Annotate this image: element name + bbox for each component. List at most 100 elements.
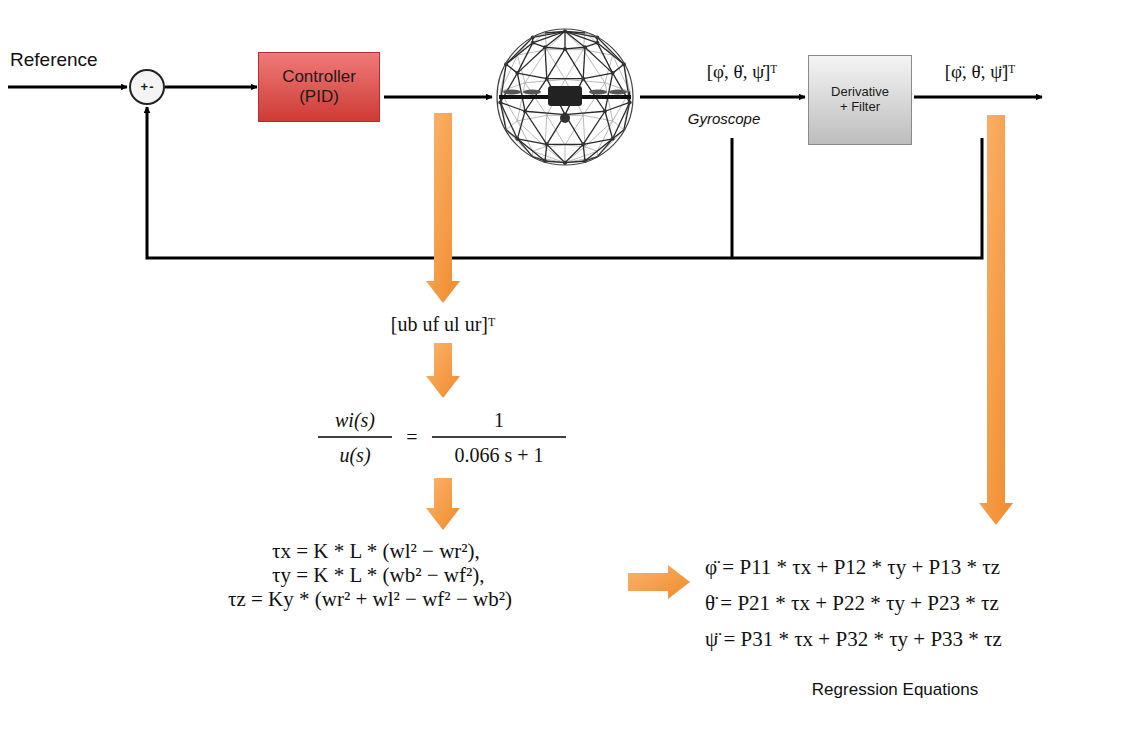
- summing-junction: +-: [129, 69, 165, 105]
- cage-strut: [585, 47, 613, 73]
- cage-strut: [613, 64, 624, 73]
- equation-text: Regression Equations: [812, 681, 978, 700]
- acceleration-arrow: [914, 96, 1042, 99]
- cage-strut: [583, 73, 612, 79]
- cage-joint: [498, 100, 502, 104]
- cage-strut: [565, 144, 583, 162]
- cage-strut: [545, 31, 565, 47]
- cage-strut: [517, 115, 546, 121]
- node-label: +: [141, 80, 149, 95]
- cage-strut: [547, 144, 565, 162]
- cage-joint: [563, 29, 567, 33]
- cage-outline: [497, 29, 633, 165]
- cage-strut: [583, 111, 605, 144]
- orange-arrow: [628, 565, 690, 599]
- cage-strut: [565, 111, 605, 114]
- cage-strut: [564, 31, 565, 49]
- cage-strut: [547, 144, 583, 145]
- cage-strut: [525, 111, 547, 144]
- cage-joint: [563, 47, 567, 51]
- signal-label: [φ̈, θ̈, ψ̈]ᵀ: [945, 62, 1016, 83]
- equation-text: ψ̈ = P31 * τx + P32 * τy + P33 * τz: [705, 628, 1002, 651]
- equation-text: 1: [494, 409, 504, 431]
- cage-strut: [583, 115, 612, 121]
- cage-strut: [533, 147, 545, 151]
- cage-strut: [517, 43, 532, 73]
- cage-strut: [583, 83, 605, 116]
- cage-joint: [543, 45, 547, 49]
- cage-joint: [531, 41, 535, 45]
- rate-arrow: [640, 96, 805, 99]
- cage-joint: [581, 77, 585, 81]
- equation-text: θ̈ = P21 * τx + P22 * τy + P23 * τz: [705, 592, 999, 615]
- node-label: Derivative + Filter: [831, 85, 889, 115]
- cage-strut: [517, 111, 525, 139]
- cage-joint: [611, 137, 615, 141]
- fraction-bar: [432, 436, 566, 437]
- orange-arrow: [426, 343, 460, 398]
- signal-label: Gyroscope: [688, 111, 761, 128]
- orange-arrow: [426, 113, 460, 303]
- control-arrow: [384, 96, 492, 99]
- cage-joint: [563, 161, 567, 165]
- cage-strut: [605, 102, 630, 111]
- cage-strut: [585, 147, 597, 151]
- cage-strut: [597, 121, 612, 151]
- cage-joint: [603, 109, 607, 113]
- cage-strut: [517, 139, 546, 145]
- cage-joint: [523, 109, 527, 113]
- cage-strut: [597, 43, 612, 73]
- equation-text: τy = K * L * (wb² − wf²),: [272, 564, 485, 587]
- cage-joint: [628, 100, 632, 104]
- signal-label: [φ̇, θ̇, ψ̇]ᵀ: [707, 62, 778, 83]
- cage-strut: [517, 121, 532, 151]
- signal-arrow: [165, 86, 257, 89]
- node-label: -: [149, 80, 153, 95]
- cage-strut: [500, 102, 525, 111]
- cage-strut: [565, 31, 585, 47]
- drone-illustration: [497, 29, 633, 165]
- cage-strut: [533, 31, 565, 43]
- cage-strut: [545, 47, 565, 49]
- equation-text: φ̈ = P11 * τx + P12 * τy + P13 * τz: [705, 556, 1000, 579]
- controller-box: Controller (PID): [258, 52, 380, 122]
- cage-strut: [525, 111, 565, 114]
- reference-arrow: [8, 86, 127, 89]
- drone-camera: [560, 113, 570, 123]
- equation-text: =: [406, 426, 417, 448]
- cage-strut: [583, 47, 585, 78]
- gyro-tap-line: [731, 138, 734, 258]
- filter-box: Derivative + Filter: [808, 55, 912, 145]
- cage-joint: [595, 41, 599, 45]
- cage-strut: [565, 31, 597, 43]
- equation-text: τx = K * L * (wl² − wr²),: [272, 540, 480, 563]
- cage-strut: [506, 64, 517, 73]
- cage-joint: [581, 142, 585, 146]
- drone-rotor: [523, 90, 541, 95]
- cage-strut: [583, 79, 605, 112]
- cage-strut: [605, 111, 613, 139]
- equation-text: 0.066 s + 1: [454, 444, 543, 466]
- cage-strut: [565, 145, 566, 163]
- orange-arrow: [979, 115, 1013, 525]
- cage-strut: [517, 47, 545, 73]
- cage-strut: [547, 78, 583, 79]
- cage-strut: [525, 83, 547, 116]
- drone-body: [548, 86, 582, 106]
- cage-joint: [611, 71, 615, 75]
- cage-strut: [565, 47, 585, 49]
- cage-strut: [517, 73, 546, 79]
- cage-strut: [545, 47, 547, 78]
- equation-text: τz = Ky * (wr² + wl² − wf² − wb²): [228, 588, 512, 611]
- equation-text: u(s): [339, 444, 370, 466]
- drone-rotor: [609, 90, 627, 95]
- cage-strut: [525, 79, 547, 112]
- signal-label: Reference: [10, 50, 98, 71]
- cage-strut: [565, 49, 583, 79]
- cage-strut: [547, 49, 565, 79]
- fraction-bar: [318, 436, 392, 437]
- cage-strut: [583, 139, 612, 145]
- equation-text: wi(s): [335, 409, 375, 431]
- drone-rotor: [589, 90, 607, 95]
